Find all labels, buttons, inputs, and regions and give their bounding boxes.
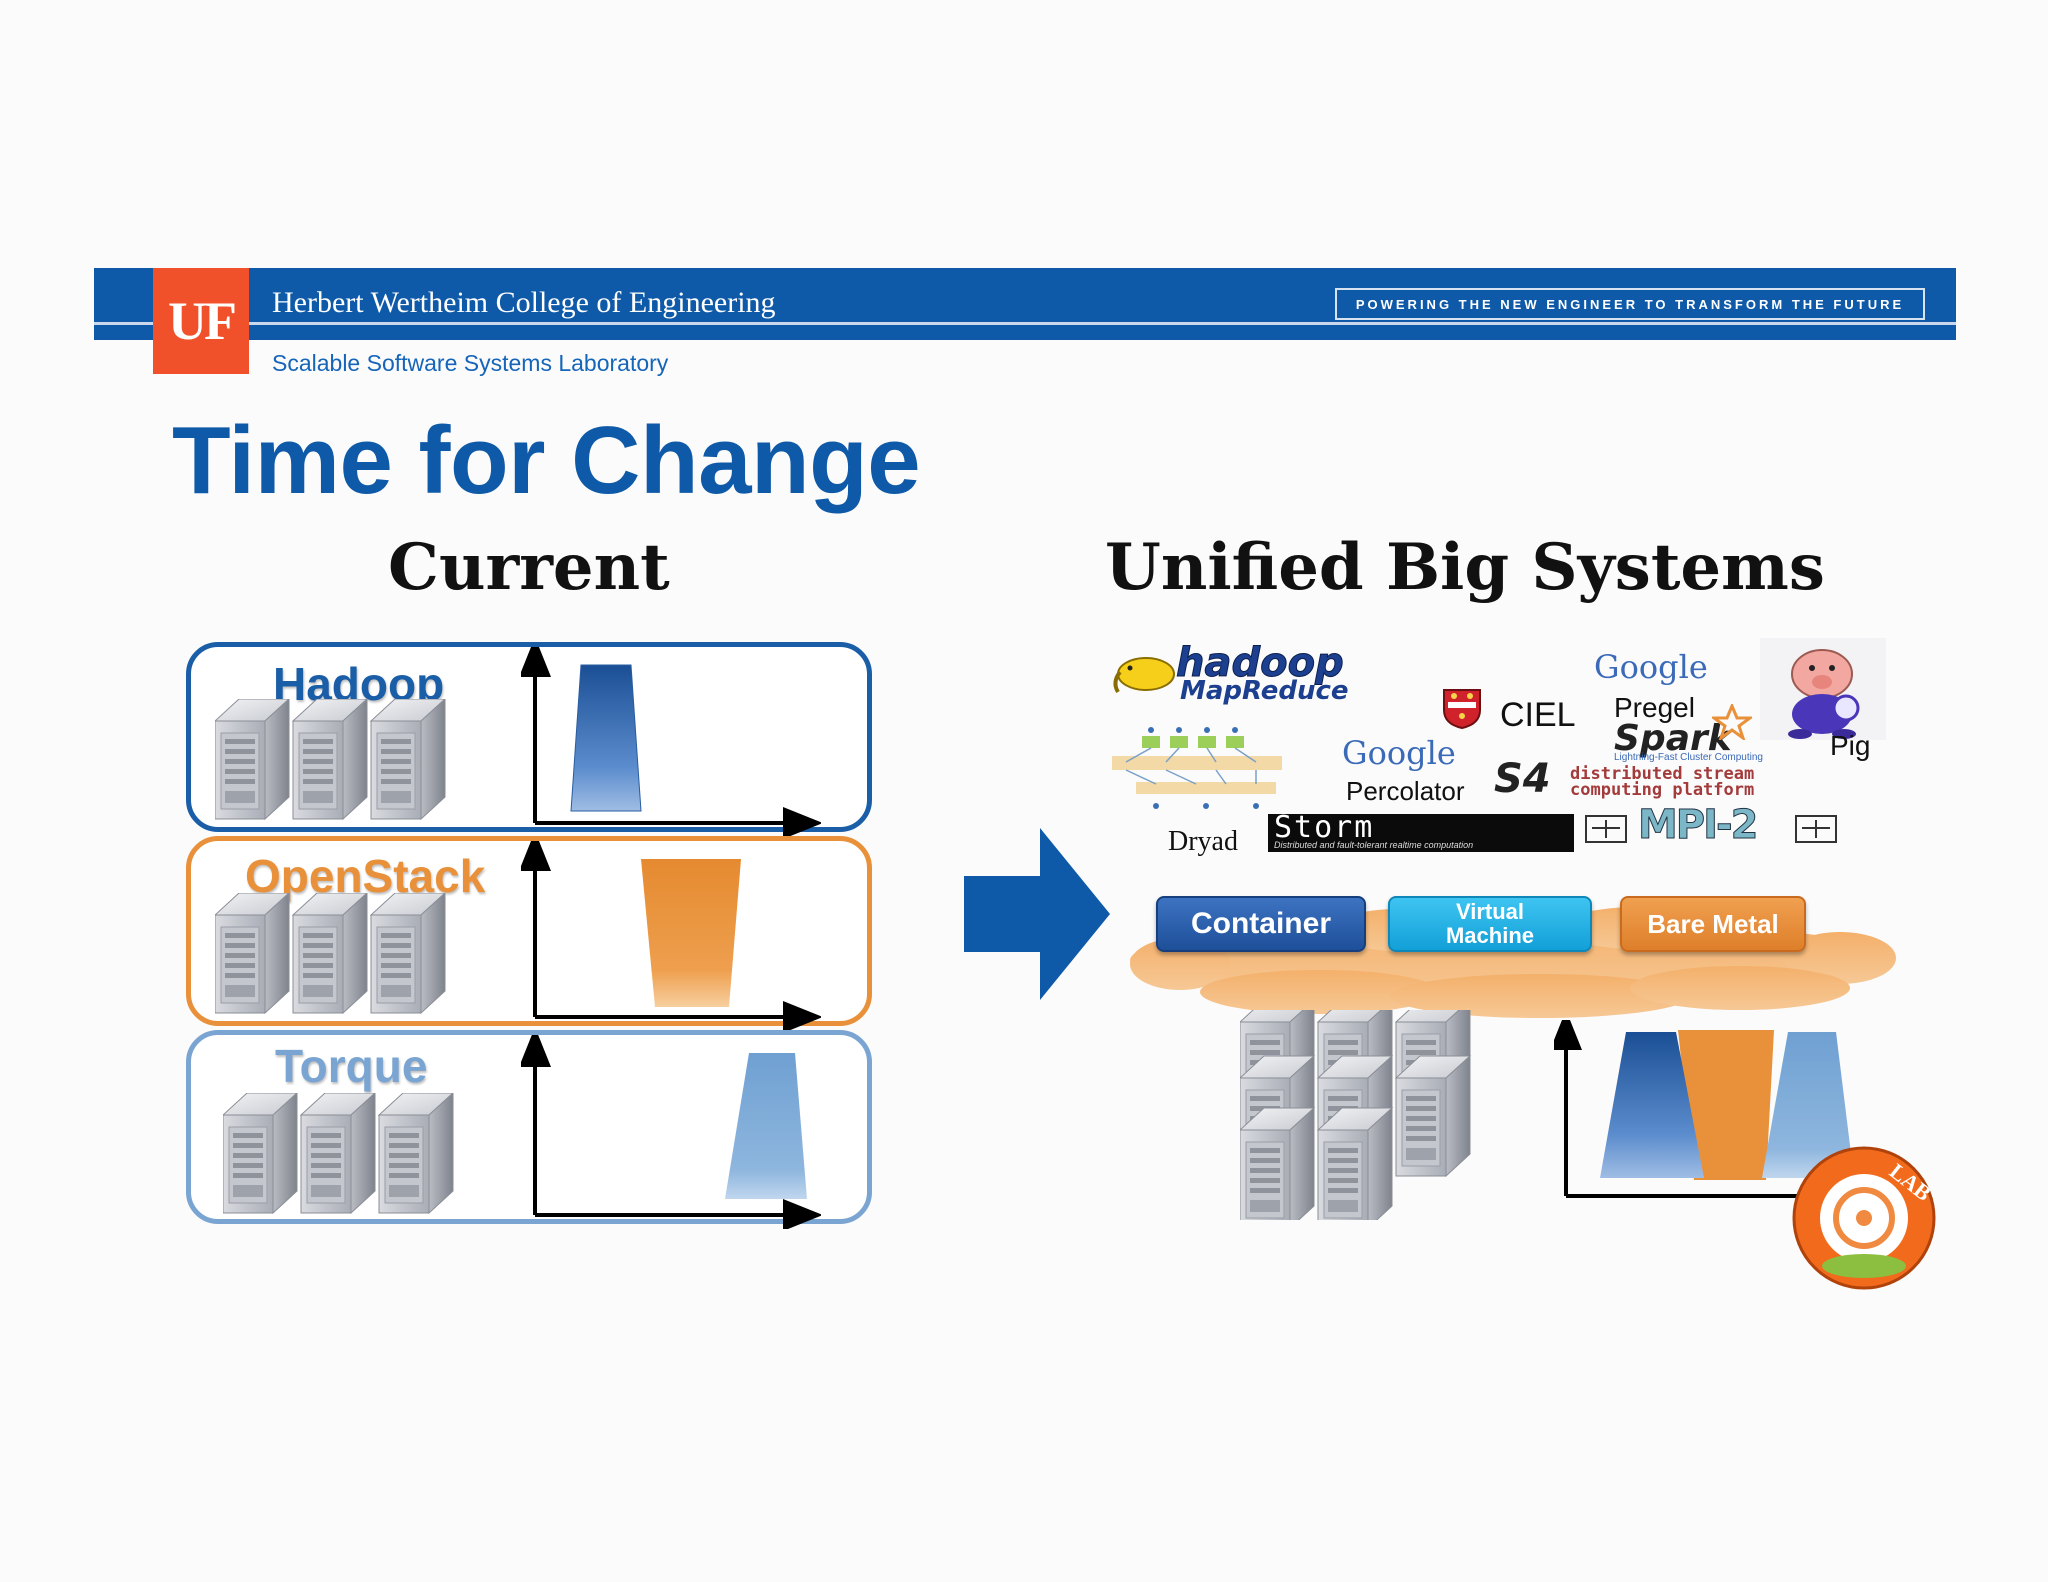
mpi2-logo: MPI-2	[1582, 802, 1848, 849]
openstack-chart	[521, 841, 821, 1031]
google-percolator-google: Google	[1342, 734, 1456, 772]
storm-logo: Storm Distributed and fault-tolerant rea…	[1268, 810, 1574, 852]
lab-badge-icon: LAB	[1792, 1146, 1936, 1290]
college-name: Herbert Wertheim College of Engineering	[272, 286, 776, 319]
header-divider	[94, 322, 1956, 325]
hadoop-panel: Hadoop	[186, 642, 872, 837]
percolator-logo: Percolator	[1346, 776, 1465, 806]
bare-metal-box: Bare Metal	[1620, 896, 1806, 952]
hadoop-word: hadoop	[1176, 640, 1345, 687]
s4-tagline-1: distributed stream	[1570, 764, 1755, 784]
ciel-logo: CIEL	[1500, 696, 1576, 734]
right-arrow-icon	[964, 828, 1110, 1000]
pig-mascot-icon	[1760, 638, 1886, 740]
mapreduce-word: MapReduce	[1180, 676, 1349, 706]
unified-heading: Unified Big Systems	[1105, 530, 1825, 605]
uf-logo: UF	[153, 268, 249, 374]
openstack-panel: OpenStack	[186, 836, 872, 1031]
hadoop-servers	[215, 699, 455, 825]
hadoop-chart	[521, 647, 821, 837]
mpi-left-glyph-icon	[1585, 815, 1627, 843]
slide-title: Time for Change	[172, 407, 921, 514]
spark-tagline: Lightning-Fast Cluster Computing	[1614, 752, 1763, 763]
mpi-word: MPI-2	[1637, 802, 1758, 849]
dryad-dataflow-diagram	[1112, 727, 1282, 809]
s4-tagline-2: computing platform	[1570, 780, 1755, 800]
google-pregel-google: Google	[1594, 648, 1708, 686]
server-cluster	[1240, 1010, 1471, 1220]
cambridge-crest-icon	[1443, 689, 1481, 730]
unified-utilization-chart	[1554, 1020, 1874, 1210]
dryad-logo: Dryad	[1168, 826, 1238, 857]
tagline: POWERING THE NEW ENGINEER TO TRANSFORM T…	[1335, 288, 1925, 320]
lab-name: Scalable Software Systems Laboratory	[272, 350, 669, 376]
openstack-servers	[215, 893, 455, 1019]
elephant-icon	[1113, 657, 1175, 694]
spark-star-icon	[1712, 704, 1752, 740]
vm-label-2: Machine	[1445, 923, 1535, 948]
pig-logo: Pig	[1830, 730, 1871, 761]
header-band	[94, 268, 1956, 340]
pregel-logo: Pregel	[1614, 692, 1695, 723]
container-box: Container	[1156, 896, 1366, 952]
hadoop-mapreduce-logo: hadoop MapReduce	[1110, 640, 1410, 706]
virtual-machine-box: Virtual Machine	[1388, 896, 1592, 952]
storm-word: Storm	[1274, 810, 1375, 845]
vm-label-1: Virtual	[1455, 899, 1525, 924]
torque-label: Torque	[275, 1040, 428, 1092]
storm-tagline: Distributed and fault-tolerant realtime …	[1274, 840, 1474, 850]
torque-panel: Torque	[186, 1030, 872, 1229]
torque-chart	[521, 1035, 821, 1229]
torque-servers	[223, 1093, 463, 1219]
current-heading: Current	[388, 530, 670, 605]
s4-logo: S4	[1494, 756, 1551, 802]
spark-logo: Spark	[1614, 718, 1732, 759]
mpi-right-glyph-icon	[1795, 815, 1837, 843]
